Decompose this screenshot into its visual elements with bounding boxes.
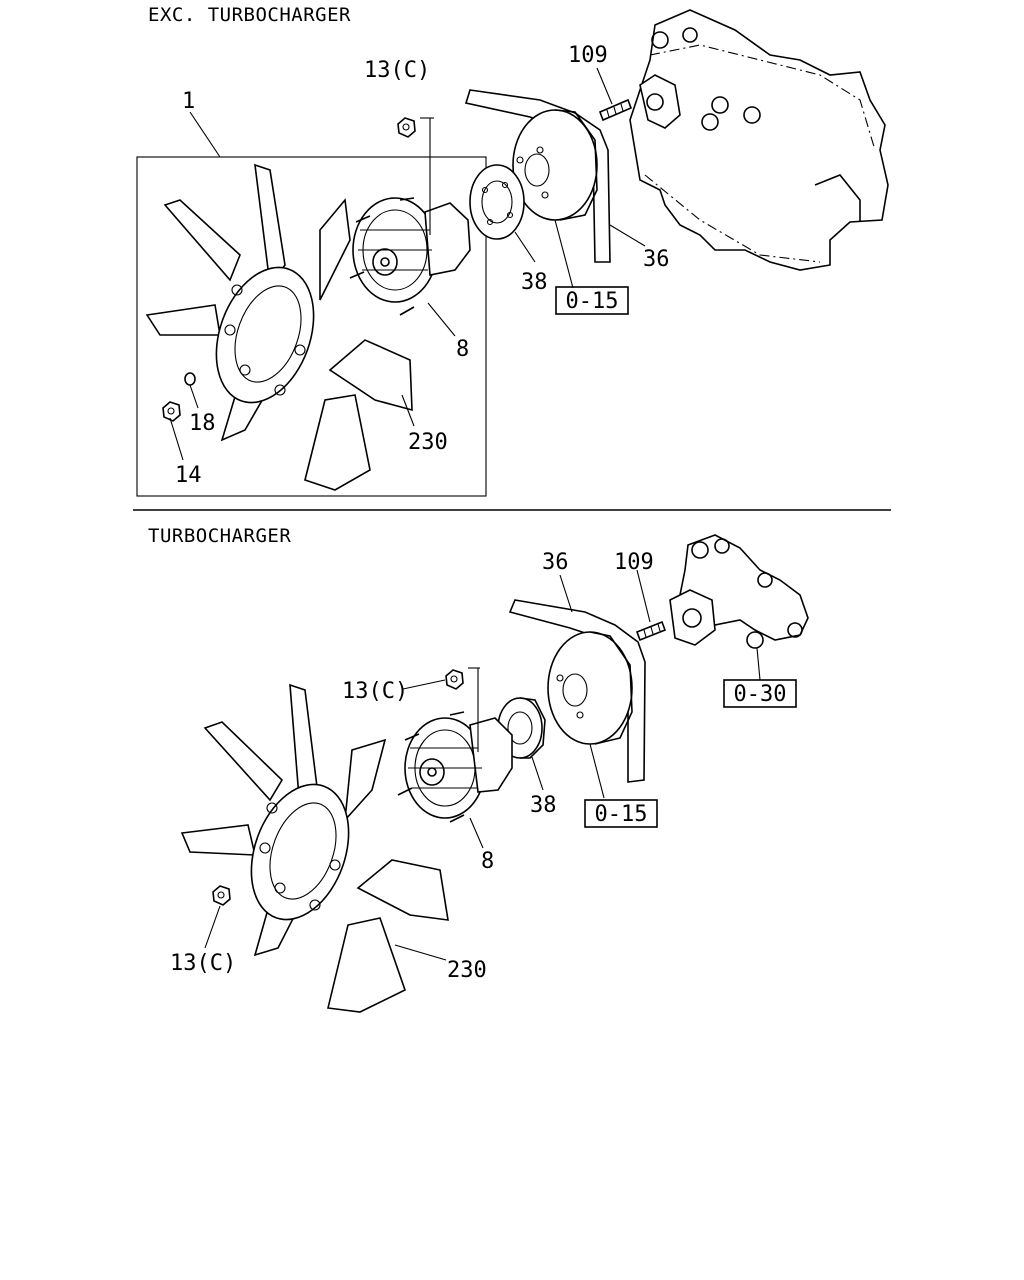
- ref-box-0-15: [584, 799, 658, 828]
- leader-8: [427, 302, 456, 337]
- water-pump: [669, 534, 809, 649]
- callout-13c-top: 13(C): [342, 679, 408, 704]
- fan-assembly-inset-box: [136, 156, 487, 497]
- section-title: EXC. TURBOCHARGER: [148, 4, 351, 26]
- ref-box-label: 0-15: [566, 289, 619, 314]
- callout-230: 230: [447, 958, 487, 983]
- leader-13c-fan: [204, 905, 221, 949]
- leader-38: [514, 231, 536, 263]
- leader-8: [469, 817, 484, 849]
- section-turbocharger: TURBOCHARGER: [148, 525, 809, 1013]
- ref-box-0-15: [555, 286, 629, 315]
- pulley: [547, 631, 633, 745]
- callout-109: 109: [614, 550, 654, 575]
- nut-13c: [397, 117, 416, 138]
- section-title: TURBOCHARGER: [148, 525, 291, 547]
- leader-14: [169, 417, 184, 461]
- stud-109: [635, 620, 667, 642]
- washer-18: [184, 372, 196, 386]
- leader-0-30: [756, 647, 761, 681]
- callout-109: 109: [568, 43, 608, 68]
- pulley: [512, 109, 598, 221]
- section-exc-turbocharger: EXC. TURBOCHARGER: [136, 4, 889, 497]
- ref-box-label: 0-30: [734, 682, 787, 707]
- ref-box-0-30: [723, 679, 797, 708]
- leader-38: [531, 756, 544, 791]
- leader-0-15: [554, 219, 574, 289]
- callout-36: 36: [643, 247, 670, 272]
- leader-1: [189, 111, 221, 158]
- water-pump-housing: [629, 9, 889, 271]
- callout-8: 8: [481, 849, 494, 874]
- leader-230: [401, 394, 415, 427]
- fan-clutch-8: [349, 197, 471, 316]
- stud-109: [598, 98, 633, 122]
- callout-18: 18: [189, 411, 216, 436]
- callout-38: 38: [530, 793, 557, 818]
- leader-109: [636, 569, 651, 623]
- callout-1: 1: [182, 89, 195, 114]
- callout-230: 230: [408, 430, 448, 455]
- callout-8: 8: [456, 337, 469, 362]
- callout-38: 38: [521, 270, 548, 295]
- leader-36: [559, 574, 573, 613]
- callout-36: 36: [542, 550, 569, 575]
- leader-18: [189, 384, 199, 409]
- leader-230: [394, 944, 447, 961]
- nut-13c-fan: [212, 885, 231, 906]
- callout-14: 14: [175, 463, 202, 488]
- leader-109: [596, 67, 613, 105]
- ref-box-label: 0-15: [595, 802, 648, 827]
- leader-36: [609, 224, 646, 247]
- fan-clutch-8: [397, 711, 513, 823]
- callout-13c-fan: 13(C): [170, 951, 236, 976]
- nut-14: [162, 401, 181, 422]
- leader-13c-top: [402, 679, 446, 690]
- nut-13c-top: [445, 669, 464, 690]
- spacer-38: [469, 164, 525, 240]
- fan-230: [180, 683, 449, 1013]
- fan-230: [145, 163, 413, 491]
- leader-0-15: [589, 743, 605, 799]
- callout-13c: 13(C): [364, 58, 430, 83]
